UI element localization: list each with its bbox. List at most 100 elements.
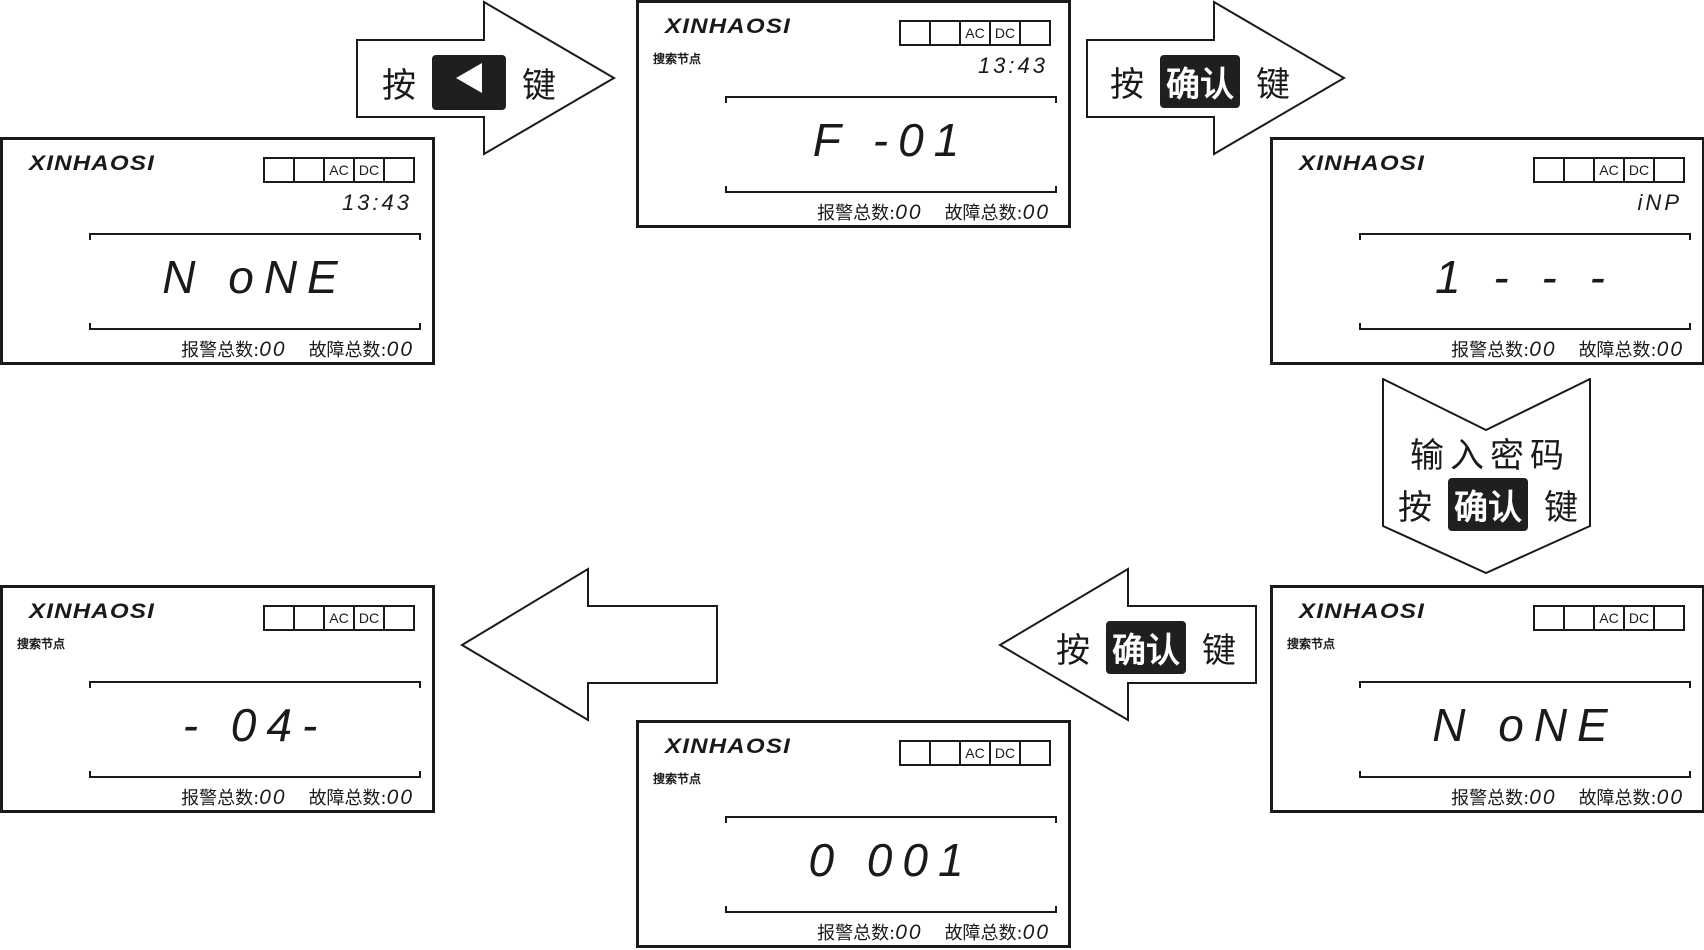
indicator-cell	[295, 159, 325, 181]
display-frame-top	[89, 233, 421, 240]
fault-total-value: 00	[1022, 921, 1050, 944]
down-arrow-shape	[1382, 378, 1591, 575]
indicator-cell: AC	[325, 607, 355, 629]
confirm-key: 确认	[1160, 55, 1240, 108]
alarm-total-label: 报警总数:	[817, 923, 896, 944]
display-frame-bottom	[725, 186, 1057, 193]
indicator-cell	[1535, 159, 1565, 181]
alarm-total-value: 00	[259, 786, 287, 809]
fault-total-label: 故障总数:	[308, 788, 387, 809]
aux-readout: 13:43	[977, 53, 1048, 78]
fault-total-label: 故障总数:	[308, 340, 387, 361]
main-display: F -01	[812, 114, 970, 166]
key-label: 键	[1256, 65, 1290, 105]
alarm-total-label: 报警总数:	[181, 788, 260, 809]
main-display: 1 - - -	[1435, 251, 1615, 303]
indicator-cell	[1021, 22, 1049, 44]
brand-logo: XINHAOSI	[1299, 152, 1425, 175]
indicator-cell	[295, 607, 325, 629]
indicator-cell: AC	[961, 742, 991, 764]
indicator-cell	[1655, 159, 1683, 181]
indicator-cell: DC	[355, 159, 385, 181]
display-frame-top	[1359, 681, 1691, 688]
alarm-total-label: 报警总数:	[817, 203, 896, 224]
alarm-total-label: 报警总数:	[1451, 788, 1530, 809]
arrow-press-confirm-2: 按 确认 键	[998, 567, 1260, 723]
display-frame-top	[1359, 233, 1691, 240]
main-display: N oNE	[1432, 699, 1618, 751]
indicator-cell	[1021, 742, 1049, 764]
arrow-press-left-key: 按 键	[356, 0, 618, 158]
fault-total-label: 故障总数:	[1578, 788, 1657, 809]
key-label: 键	[1202, 631, 1236, 671]
enter-password-label: 输入密码	[1410, 436, 1570, 476]
main-display: 0 001	[808, 834, 974, 886]
arrow-enter-password-confirm: 输入密码 按 确认 键	[1382, 378, 1592, 576]
alarm-total-label: 报警总数:	[1451, 340, 1530, 361]
indicator-cell	[385, 159, 413, 181]
indicator-cell: DC	[1625, 607, 1655, 629]
indicator-cell	[901, 742, 931, 764]
arrow-press-confirm-1: 按 确认 键	[1086, 0, 1348, 158]
press-label: 按	[1056, 631, 1090, 671]
confirm-key: 确认	[1448, 478, 1528, 531]
indicator-cell: AC	[1595, 607, 1625, 629]
main-display: - 04-	[182, 699, 328, 751]
fault-total-value: 00	[1656, 786, 1684, 809]
indicator-cell: AC	[325, 159, 355, 181]
confirm-key: 确认	[1106, 621, 1186, 674]
brand-logo: XINHAOSI	[665, 15, 791, 38]
display-frame-bottom	[1359, 771, 1691, 778]
indicator-cell: DC	[991, 22, 1021, 44]
alarm-total-value: 00	[895, 201, 923, 224]
alarm-total-label: 报警总数:	[181, 340, 260, 361]
indicator-cell	[931, 22, 961, 44]
alarm-total-value: 00	[1529, 338, 1557, 361]
press-label: 按	[1398, 488, 1432, 528]
indicator-cell: AC	[1595, 159, 1625, 181]
brand-logo: XINHAOSI	[29, 600, 155, 623]
indicator-cell	[931, 742, 961, 764]
indicator-cell: AC	[961, 22, 991, 44]
search-node-label: 搜索节点	[653, 772, 702, 786]
display-frame-top	[89, 681, 421, 688]
key-label: 键	[1544, 488, 1578, 528]
brand-logo: XINHAOSI	[1299, 600, 1425, 623]
alarm-total-value: 00	[1529, 786, 1557, 809]
indicator-cell	[1565, 159, 1595, 181]
indicator-cell	[1655, 607, 1683, 629]
key-label: 键	[522, 66, 556, 106]
indicator-cell	[1565, 607, 1595, 629]
fault-total-value: 00	[1022, 201, 1050, 224]
brand-logo: XINHAOSI	[29, 152, 155, 175]
aux-readout: iNP	[1637, 190, 1682, 215]
fault-total-value: 00	[386, 338, 414, 361]
display-frame-bottom	[1359, 323, 1691, 330]
indicator-cell	[265, 607, 295, 629]
fault-total-value: 00	[386, 786, 414, 809]
indicator-cell	[265, 159, 295, 181]
main-display: N oNE	[162, 251, 348, 303]
display-frame-top	[725, 816, 1057, 823]
press-label: 按	[382, 66, 416, 106]
alarm-total-value: 00	[895, 921, 923, 944]
left-arrow-shape	[460, 567, 718, 722]
display-frame-top	[725, 96, 1057, 103]
search-node-label: 搜索节点	[653, 52, 702, 66]
